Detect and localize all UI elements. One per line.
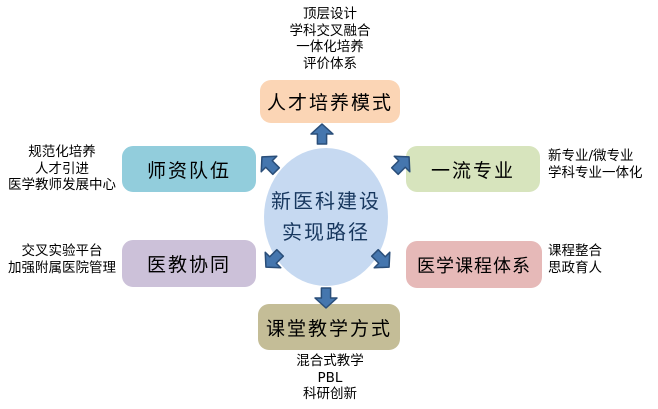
talent-model-notes: 顶层设计 学科交叉融合 一体化培养 评价体系 [240, 6, 420, 72]
arrow-down-right-icon [370, 248, 391, 269]
note-line: 混合式教学 [296, 353, 364, 369]
arrow-shape [370, 248, 391, 269]
note-line: 学科交叉融合 [289, 22, 371, 39]
arrow-up-left-icon [260, 155, 281, 176]
note-line: 加强附属医院管理 [8, 259, 116, 276]
node-label: 医教协同 [146, 254, 231, 276]
note-line: 学科专业一体化 [548, 164, 643, 181]
arrow-shape [390, 155, 411, 176]
node-label: 师资队伍 [146, 159, 231, 182]
arrow-shape [260, 155, 281, 176]
note-line: 人才引进 [35, 160, 89, 177]
node-label: 医学课程体系 [417, 255, 531, 277]
note-line: 思政育人 [548, 259, 602, 276]
arrow-shape [264, 248, 285, 269]
note-line: 科研创新 [303, 386, 357, 402]
collaboration-notes: 交叉实验平台 加强附属医院管理 [2, 243, 122, 276]
note-line: PBL [317, 369, 343, 386]
arrow-up-icon [310, 123, 334, 145]
node-label: 课堂教学方式 [265, 317, 392, 340]
arrow-shape [310, 123, 334, 145]
center-title-line: 实现路径 [282, 220, 370, 244]
note-line: 规范化培养 [28, 144, 96, 160]
arrow-up-right-icon [390, 155, 411, 176]
node-classroom-teaching-methods: 课堂教学方式 [258, 304, 400, 350]
majors-notes: 新专业/微专业 学科专业一体化 [548, 148, 658, 181]
node-label: 一流专业 [430, 159, 515, 182]
note-line: 课程整合 [548, 243, 602, 259]
center-circle: 新医科建设 实现路径 [264, 148, 388, 286]
note-line: 评价体系 [303, 55, 357, 72]
node-faculty-team: 师资队伍 [122, 146, 256, 192]
arrow-down-icon [314, 287, 338, 309]
note-line: 顶层设计 [303, 6, 357, 22]
note-line: 交叉实验平台 [21, 243, 103, 259]
arrow-shape [314, 287, 338, 309]
node-first-class-majors: 一流专业 [406, 146, 540, 192]
note-line: 一体化培养 [296, 39, 364, 55]
teaching-notes: 混合式教学 PBL 科研创新 [250, 353, 410, 403]
node-label: 人才培养模式 [266, 92, 393, 114]
center-title-line: 新医科建设 [271, 189, 381, 213]
node-medical-education-collaboration: 医教协同 [122, 240, 256, 287]
arrow-down-left-icon [264, 248, 285, 269]
node-talent-model: 人才培养模式 [260, 80, 400, 123]
node-medical-curriculum-system: 医学课程体系 [406, 241, 542, 288]
note-line: 医学教师发展中心 [8, 177, 116, 193]
faculty-notes: 规范化培养 人才引进 医学教师发展中心 [2, 144, 122, 194]
curriculum-notes: 课程整合 思政育人 [548, 243, 658, 276]
note-line: 新专业/微专业 [548, 148, 634, 164]
